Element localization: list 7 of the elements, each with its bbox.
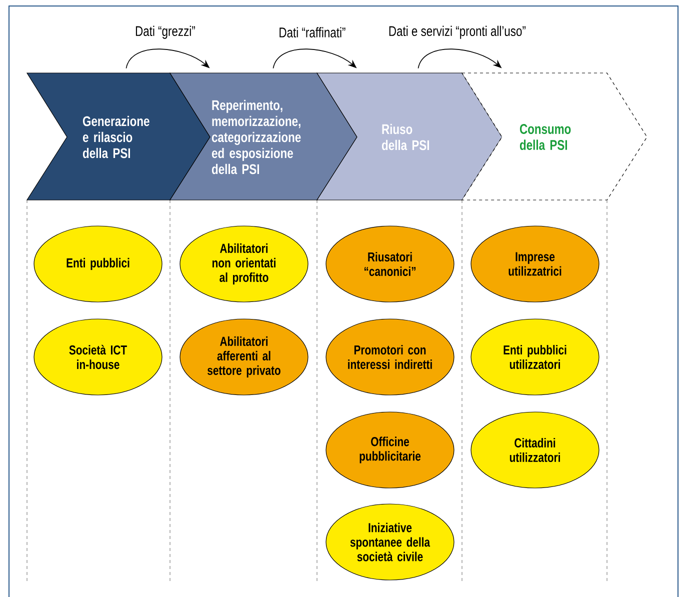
process-stage: Riuso della PSI	[316, 72, 502, 200]
edge-label: Dati “raffinati”	[278, 26, 347, 38]
edge-label: Dati e servizi “pronti all’uso”	[387, 24, 527, 40]
process-stage: Consumo della PSI	[461, 72, 648, 200]
process-stage: Reperimento, memorizzazione, categorizzazione ed esposizione della PSI	[169, 72, 358, 200]
process-stage: Generazione e rilascio della PSI	[26, 72, 210, 200]
edge-label: Dati “grezzi”	[134, 24, 196, 40]
